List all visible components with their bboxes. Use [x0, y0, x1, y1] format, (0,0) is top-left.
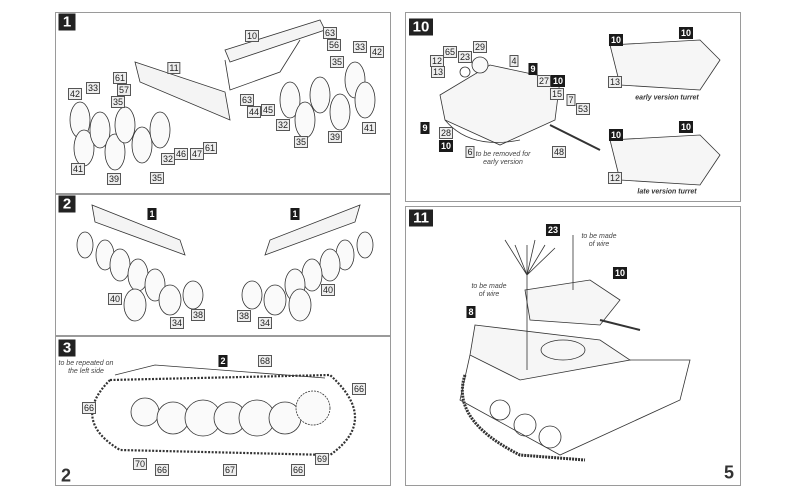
part-label: 42	[67, 88, 83, 100]
part-label: 7	[566, 94, 576, 106]
part-label: 38	[190, 309, 206, 321]
step-10-number: 10	[409, 18, 433, 36]
part-label: 33	[85, 82, 101, 94]
step-ref-label: 1	[290, 208, 300, 220]
part-label: 70	[132, 458, 148, 470]
page-number-left: 2	[60, 465, 72, 486]
step-1-drawing	[69, 19, 376, 171]
part-label: 32	[275, 119, 291, 131]
part-label: 35	[293, 136, 309, 148]
step-ref-label: 23	[545, 224, 561, 236]
step-ref-label: 1	[147, 208, 157, 220]
step-11-number: 11	[409, 209, 433, 227]
wire-note-right: to be made of wire	[581, 233, 617, 248]
part-label: 10	[244, 30, 260, 42]
part-label: 13	[607, 76, 623, 88]
part-label: 42	[369, 46, 385, 58]
part-label: 63	[239, 94, 255, 106]
part-label: 65	[442, 46, 458, 58]
step-2-number: 2	[58, 195, 76, 213]
part-label: 12	[607, 172, 623, 184]
part-label: 53	[575, 103, 591, 115]
step-ref-label: 8	[466, 306, 476, 318]
part-label: 69	[314, 453, 330, 465]
part-label: 61	[112, 72, 128, 84]
part-label: 13	[430, 66, 446, 78]
wire-note-left: to be made of wire	[471, 283, 507, 298]
step-ref-label: 10	[678, 121, 694, 133]
step-3-number: 3	[58, 339, 76, 357]
part-label: 27	[536, 75, 552, 87]
step-ref-label: 10	[608, 129, 624, 141]
part-label: 35	[110, 96, 126, 108]
step-3-drawing	[91, 364, 356, 457]
step-2-drawing	[76, 204, 374, 322]
part-label: 35	[329, 56, 345, 68]
step-1-number: 1	[58, 13, 76, 31]
part-label: 48	[551, 146, 567, 158]
step-ref-label: 2	[218, 355, 228, 367]
part-label: 57	[116, 84, 132, 96]
part-label: 28	[438, 127, 454, 139]
part-label: 33	[352, 41, 368, 53]
step-ref-label: 10	[550, 75, 566, 87]
part-label: 66	[290, 464, 306, 476]
part-label: 46	[173, 148, 189, 160]
part-label: 41	[70, 163, 86, 175]
step-ref-label: 10	[608, 34, 624, 46]
part-label: 40	[320, 284, 336, 296]
part-label: 56	[326, 39, 342, 51]
part-label: 40	[107, 293, 123, 305]
page-number-right: 5	[723, 462, 735, 483]
step-ref-label: 10	[612, 267, 628, 279]
removal-note: to be removed for early version	[475, 151, 531, 166]
part-label: 23	[457, 51, 473, 63]
repeat-note: to be repeated on the left side	[58, 360, 114, 375]
step-ref-label: 9	[420, 122, 430, 134]
part-label: 29	[472, 41, 488, 53]
part-label: 61	[202, 142, 218, 154]
part-label: 38	[236, 310, 252, 322]
part-label: 63	[322, 27, 338, 39]
part-label: 6	[465, 146, 475, 158]
step-11-drawing	[459, 235, 691, 462]
part-label: 39	[327, 131, 343, 143]
part-label: 67	[222, 464, 238, 476]
part-label: 32	[160, 153, 176, 165]
part-label: 11	[167, 62, 181, 74]
step-ref-label: 10	[438, 140, 454, 152]
part-label: 66	[81, 402, 97, 414]
step-ref-label: 10	[678, 27, 694, 39]
late-turret-caption: late version turret	[637, 188, 697, 196]
part-label: 34	[169, 317, 185, 329]
part-label: 66	[154, 464, 170, 476]
part-label: 15	[549, 88, 565, 100]
part-label: 4	[509, 55, 519, 67]
part-label: 68	[257, 355, 273, 367]
step-ref-label: 9	[528, 63, 538, 75]
part-label: 35	[149, 172, 165, 184]
early-turret-caption: early version turret	[635, 94, 699, 102]
part-label: 45	[260, 104, 276, 116]
part-label: 44	[246, 106, 262, 118]
part-label: 39	[106, 173, 122, 185]
step-10-drawing	[439, 39, 721, 186]
part-label: 47	[189, 148, 205, 160]
part-label: 41	[361, 122, 377, 134]
part-label: 66	[351, 383, 367, 395]
part-label: 34	[257, 317, 273, 329]
